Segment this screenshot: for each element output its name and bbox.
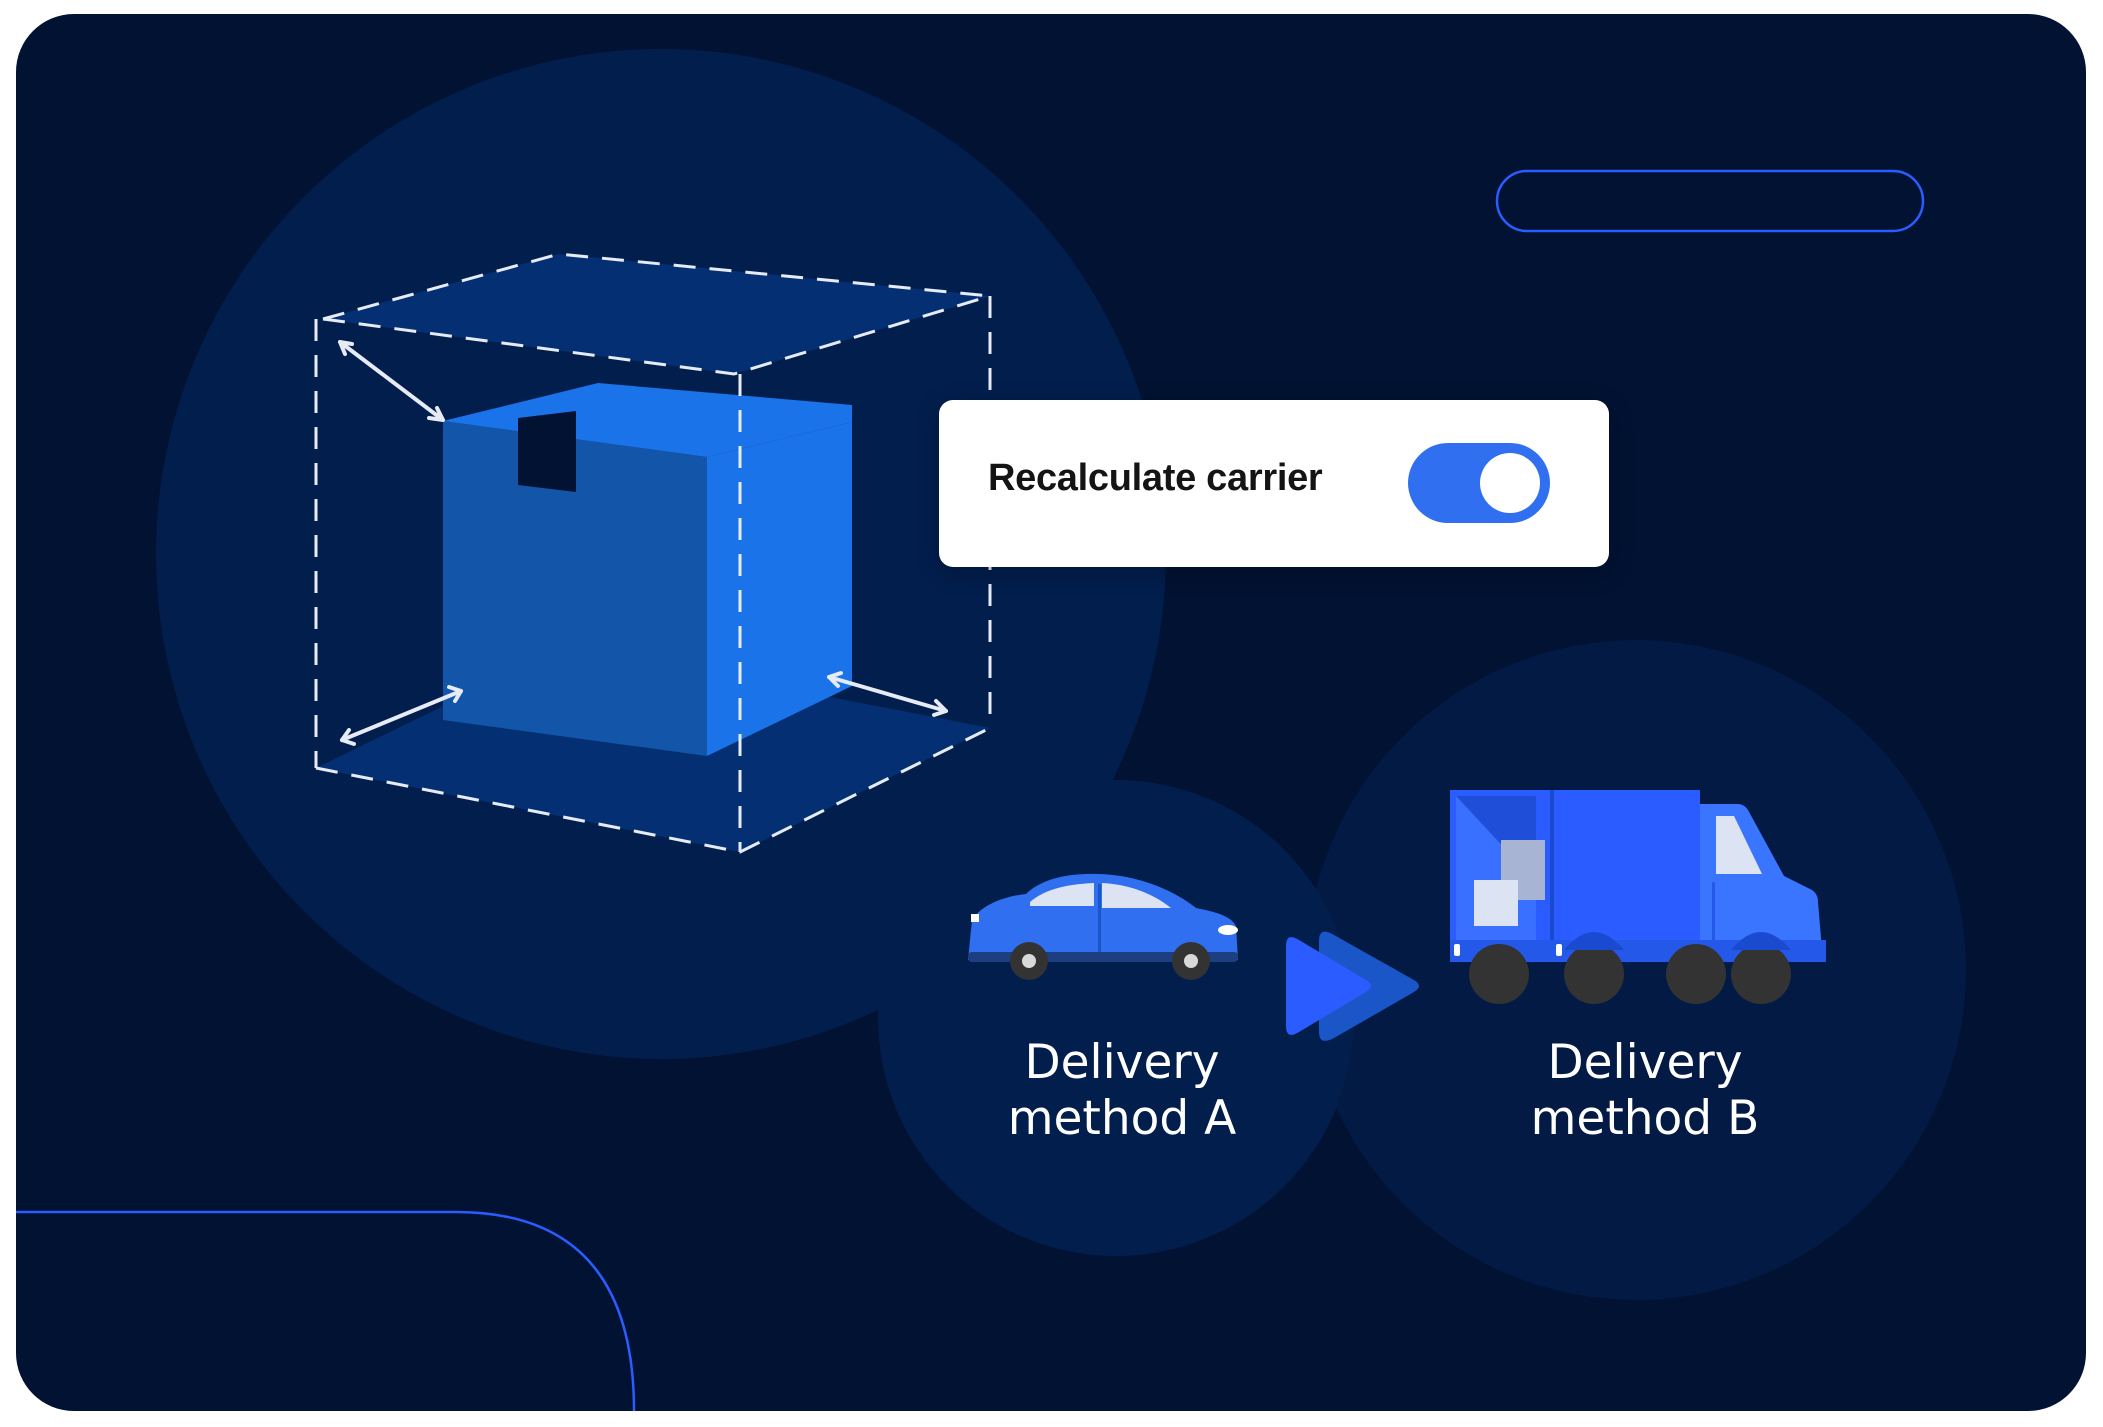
resize-arrow-top-left [338,340,445,422]
truck-light-mid [1556,944,1562,956]
truck-chassis [1450,940,1826,962]
car-hub-rear [1022,954,1036,968]
decorative-pill-outline [1495,169,1925,233]
package-box-lid [443,383,852,457]
resize-arrow-bottom-left [340,685,463,746]
truck-wheel-3 [1666,944,1726,1004]
package-box-front [443,421,707,756]
car-body [968,873,1238,960]
car-headlight [1218,925,1238,935]
delivery-method-a-label: Delivery method A [1007,1035,1237,1146]
truck-wheel-1 [1469,944,1529,1004]
car-icon [968,873,1238,980]
truck-light-rear [1454,944,1460,956]
illustration-canvas: Recalculate carrier Delivery method A De… [16,14,2086,1411]
delivery-method-b-label: Delivery method B [1530,1035,1760,1146]
truck-parcel-bottom [1474,880,1518,926]
toggle-knob [1480,453,1540,513]
truck-wheel-2 [1564,944,1624,1004]
truck-wheel-arches [1564,932,1791,950]
resize-arrow-right [827,671,948,717]
car-hub-front [1184,954,1198,968]
double-arrow-icon [338,340,948,746]
car-door-line [1098,884,1101,954]
method-a-circle-background [878,780,1354,1256]
package-box-side [707,422,852,756]
truck-cargo-divider [1550,790,1554,950]
car-window-rear [1102,883,1171,908]
package-box-icon [443,383,852,756]
recalculate-carrier-label: Recalculate carrier [988,457,1323,499]
recalculate-carrier-card: Recalculate carrier [939,400,1609,567]
car-taillight [971,914,979,922]
truck-wheel-4 [1731,944,1791,1004]
truck-icon [1450,790,1826,1004]
car-window-front [1030,883,1094,906]
delivery-illustration [16,49,1966,1411]
package-box-handle [518,411,576,492]
decorative-arc-outline [16,1210,636,1411]
package-top-plane [323,254,990,374]
truck-cab-window [1716,816,1762,874]
recalculate-carrier-toggle[interactable] [1408,443,1550,523]
forward-arrow-front [1286,937,1371,1035]
forward-arrow-icon [1286,931,1419,1041]
truck-cab-line [1712,882,1715,944]
